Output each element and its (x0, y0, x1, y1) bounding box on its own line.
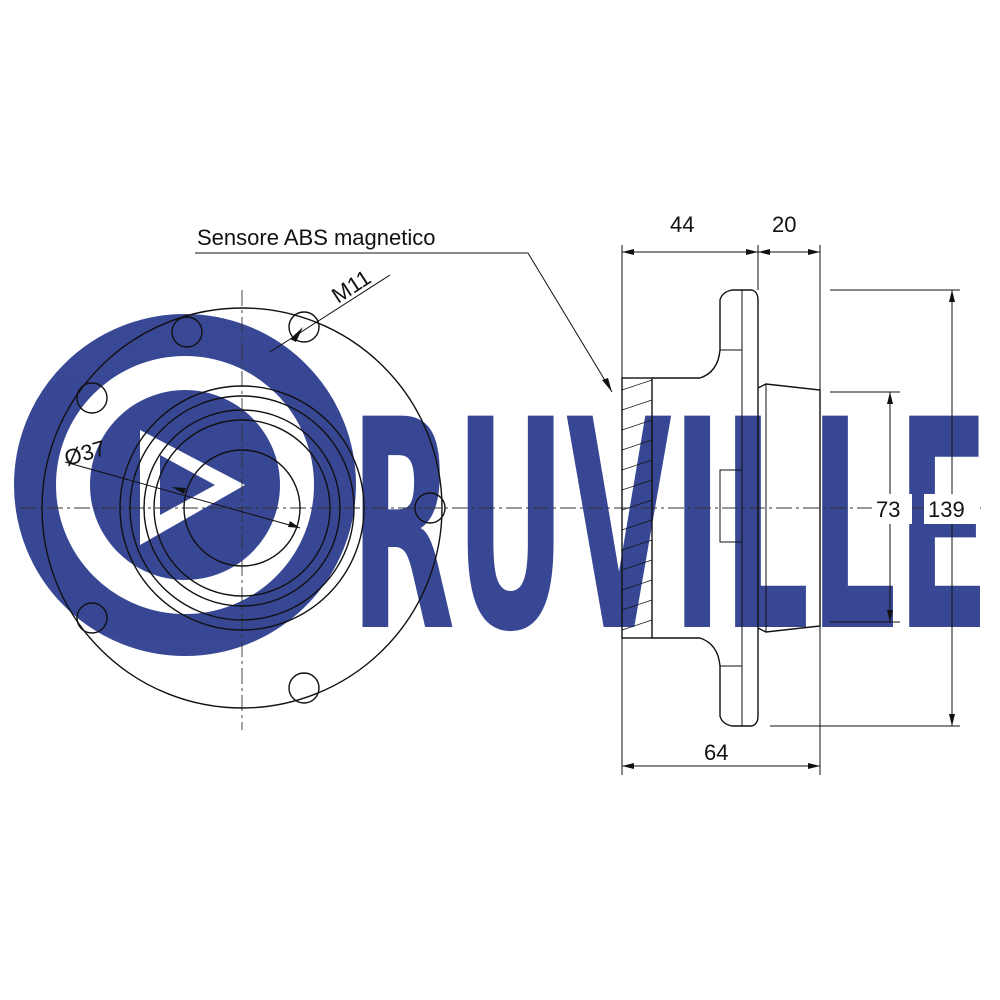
dim-label-bg (924, 494, 980, 524)
ruville-brand-text: RUVILLE (350, 359, 990, 696)
sensor-arrowhead (602, 378, 612, 392)
bolt-hole (171, 316, 203, 348)
bearing-ring-4 (153, 419, 331, 597)
bolt-hole (76, 382, 108, 414)
bolt-hole (414, 492, 446, 524)
dimensions: 44 20 64 73 139 (621, 212, 980, 775)
dim-arrowhead (808, 249, 820, 255)
pilot-outline (757, 383, 821, 633)
ruville-watermark: RUVILLE (14, 314, 990, 696)
bore-arrowhead-left (172, 487, 186, 494)
sensor-callout-label: Sensore ABS magnetico (197, 225, 435, 250)
bolt-hole (288, 672, 320, 704)
dim-arrowhead (622, 763, 634, 769)
dim-flange-diameter: 139 (928, 497, 965, 522)
bore-diameter-leader (64, 461, 301, 529)
sensor-callout: Sensore ABS magnetico (195, 225, 613, 393)
dim-arrowhead (808, 763, 820, 769)
bore-circle (183, 449, 301, 567)
dim-arrowhead (746, 249, 758, 255)
bolt-holes (76, 311, 446, 704)
bearing-ring-2 (129, 395, 355, 621)
hub-body-outline (652, 289, 759, 727)
thread-leader-line (269, 274, 391, 353)
dim-arrowhead (949, 714, 955, 726)
abs-sensor-ring (621, 377, 653, 639)
thread-arrowhead (290, 327, 303, 342)
wheel-stud (719, 469, 743, 543)
dim-arrowhead (758, 249, 770, 255)
dim-hub-length: 44 (670, 212, 694, 237)
dim-arrowhead (622, 249, 634, 255)
flange-outline (41, 307, 443, 709)
bearing-rings (119, 385, 365, 631)
dim-label-bg (872, 494, 912, 524)
dim-arrowhead (887, 392, 893, 404)
sensor-leader-line (527, 252, 613, 393)
dim-flange-length: 20 (772, 212, 796, 237)
bearing-outer-ring (119, 385, 365, 631)
dim-pilot-diameter: 73 (876, 497, 900, 522)
dim-total-length: 64 (704, 740, 728, 765)
dim-arrowhead (949, 290, 955, 302)
side-view (621, 289, 821, 727)
bolt-hole (288, 311, 320, 343)
thread-label: M11 (327, 265, 375, 308)
bore-arrowhead-right (288, 521, 300, 528)
bolt-hole (76, 602, 108, 634)
bearing-ring-3 (143, 409, 341, 607)
ruville-emblem-icon (14, 314, 356, 656)
dim-arrowhead (887, 610, 893, 622)
